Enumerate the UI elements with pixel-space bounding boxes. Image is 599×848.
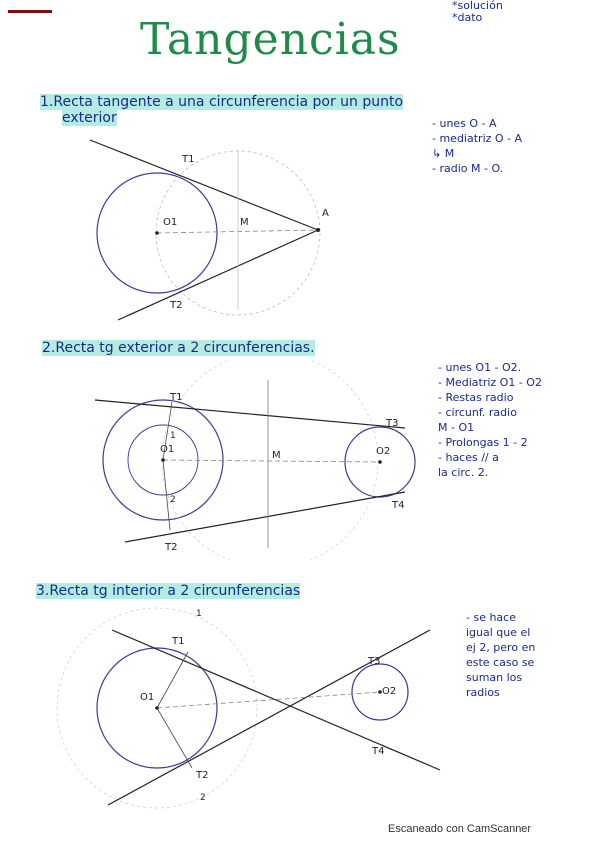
- label-t4: T4: [371, 746, 384, 757]
- center-o1: [155, 706, 159, 710]
- axis-o1-o2: [156, 691, 381, 709]
- diagram-1: O1 M A T1 T2: [89, 139, 329, 321]
- note-line: - haces // a: [438, 451, 499, 464]
- label-t2: T2: [164, 542, 177, 553]
- label-t3: T3: [385, 418, 398, 429]
- section-3-notes: - se hace igual que el ej 2, pero en est…: [466, 610, 586, 700]
- label-point-1: 1: [170, 431, 176, 441]
- circle-o1: [96, 172, 218, 294]
- tangent-t2-t3: [107, 629, 431, 806]
- label-o2: O2: [376, 446, 390, 457]
- label-a: A: [322, 208, 329, 219]
- label-m: M: [240, 217, 249, 228]
- label-t1: T1: [169, 392, 182, 403]
- note-line: radios: [466, 686, 500, 699]
- section-2-title: 2.Recta tg exterior a 2 circunferencias.: [42, 340, 315, 356]
- section-1-notes: - unes O - A - mediatriz O - A ↳ M - rad…: [432, 116, 582, 176]
- circle-o1: [96, 647, 218, 769]
- label-o2: O2: [382, 686, 396, 697]
- center-o2: [378, 690, 382, 694]
- tangent-t2-t4: [124, 491, 406, 543]
- section-3-title: 3.Recta tg interior a 2 circunferencias: [36, 583, 301, 599]
- tangent-line-2: [117, 229, 319, 321]
- label-t4: T4: [391, 500, 404, 511]
- section-1-title-line1: 1.Recta tangente a una circunferencia po…: [40, 94, 404, 110]
- label-o1: O1: [140, 692, 154, 703]
- label-o1: O1: [163, 217, 177, 228]
- enlarged-circle: [56, 607, 258, 809]
- note-line: - unes O - A: [432, 117, 497, 130]
- note-line: la circ. 2.: [438, 466, 489, 479]
- center-o2: [378, 460, 382, 464]
- label-t3: T3: [367, 656, 380, 667]
- circle-o1: [102, 399, 224, 521]
- label-t1: T1: [181, 154, 194, 165]
- label-t2: T2: [169, 300, 182, 311]
- note-line: - Prolongas 1 - 2: [438, 436, 528, 449]
- note-line: - radio M - O.: [432, 162, 504, 175]
- note-line: - se hace: [466, 611, 516, 624]
- axis-o1-o2: [162, 459, 381, 463]
- scanner-footer: Escaneado con CamScanner: [388, 823, 532, 835]
- section-1-title-line2: exterior: [62, 110, 117, 126]
- label-point-2: 2: [170, 495, 176, 505]
- section-2-notes: - unes O1 - O2. - Mediatriz O1 - O2 - Re…: [438, 360, 588, 480]
- label-point-2: 2: [200, 793, 206, 803]
- center-o1: [161, 458, 165, 462]
- label-point-1: 1: [196, 609, 202, 619]
- legend-solution: *solución: [452, 0, 503, 12]
- section-3-title-text: 3.Recta tg interior a 2 circunferencias: [36, 583, 301, 599]
- section-1-title: 1.Recta tangente a una circunferencia po…: [40, 94, 404, 126]
- center-o1: [155, 231, 159, 235]
- note-line: igual que el: [466, 626, 531, 639]
- note-line: este caso se: [466, 656, 535, 669]
- diagram-2: O1 O2 M T1 T2 T3 T4 1 2: [94, 360, 416, 560]
- radius-t2: [162, 459, 171, 531]
- note-line: M - O1: [438, 421, 475, 434]
- diagram-3: O1 O2 T1 T2 T3 T4 1 2: [56, 607, 441, 809]
- point-a: [316, 228, 320, 232]
- tangent-t1-t3: [94, 399, 406, 429]
- top-ink-mark: [8, 10, 52, 13]
- radius-t1: [156, 651, 189, 709]
- section-2-title-text: 2.Recta tg exterior a 2 circunferencias.: [42, 340, 315, 356]
- legend-data: *dato: [452, 11, 483, 24]
- tangent-t1-t4: [111, 629, 441, 771]
- note-line: ej 2, pero en: [466, 641, 536, 654]
- note-line: - Restas radio: [438, 391, 514, 404]
- note-line: - mediatriz O - A: [432, 132, 523, 145]
- label-t2: T2: [195, 770, 208, 781]
- radius-t1: [162, 401, 173, 461]
- page-title: Tangencias: [140, 14, 401, 65]
- legend: *solución *dato: [452, 0, 503, 24]
- radius-t2: [156, 707, 193, 769]
- note-line: - circunf. radio: [438, 406, 517, 419]
- note-line: suman los: [466, 671, 523, 684]
- tangent-line-1: [89, 139, 319, 231]
- note-line: ↳ M: [432, 147, 455, 160]
- label-t1: T1: [171, 636, 184, 647]
- label-o1: O1: [160, 444, 174, 455]
- label-m: M: [272, 450, 281, 461]
- note-line: - Mediatriz O1 - O2: [438, 376, 542, 389]
- axis-o-a: [156, 229, 319, 234]
- note-line: - unes O1 - O2.: [438, 361, 522, 374]
- circle-o2: [351, 663, 409, 721]
